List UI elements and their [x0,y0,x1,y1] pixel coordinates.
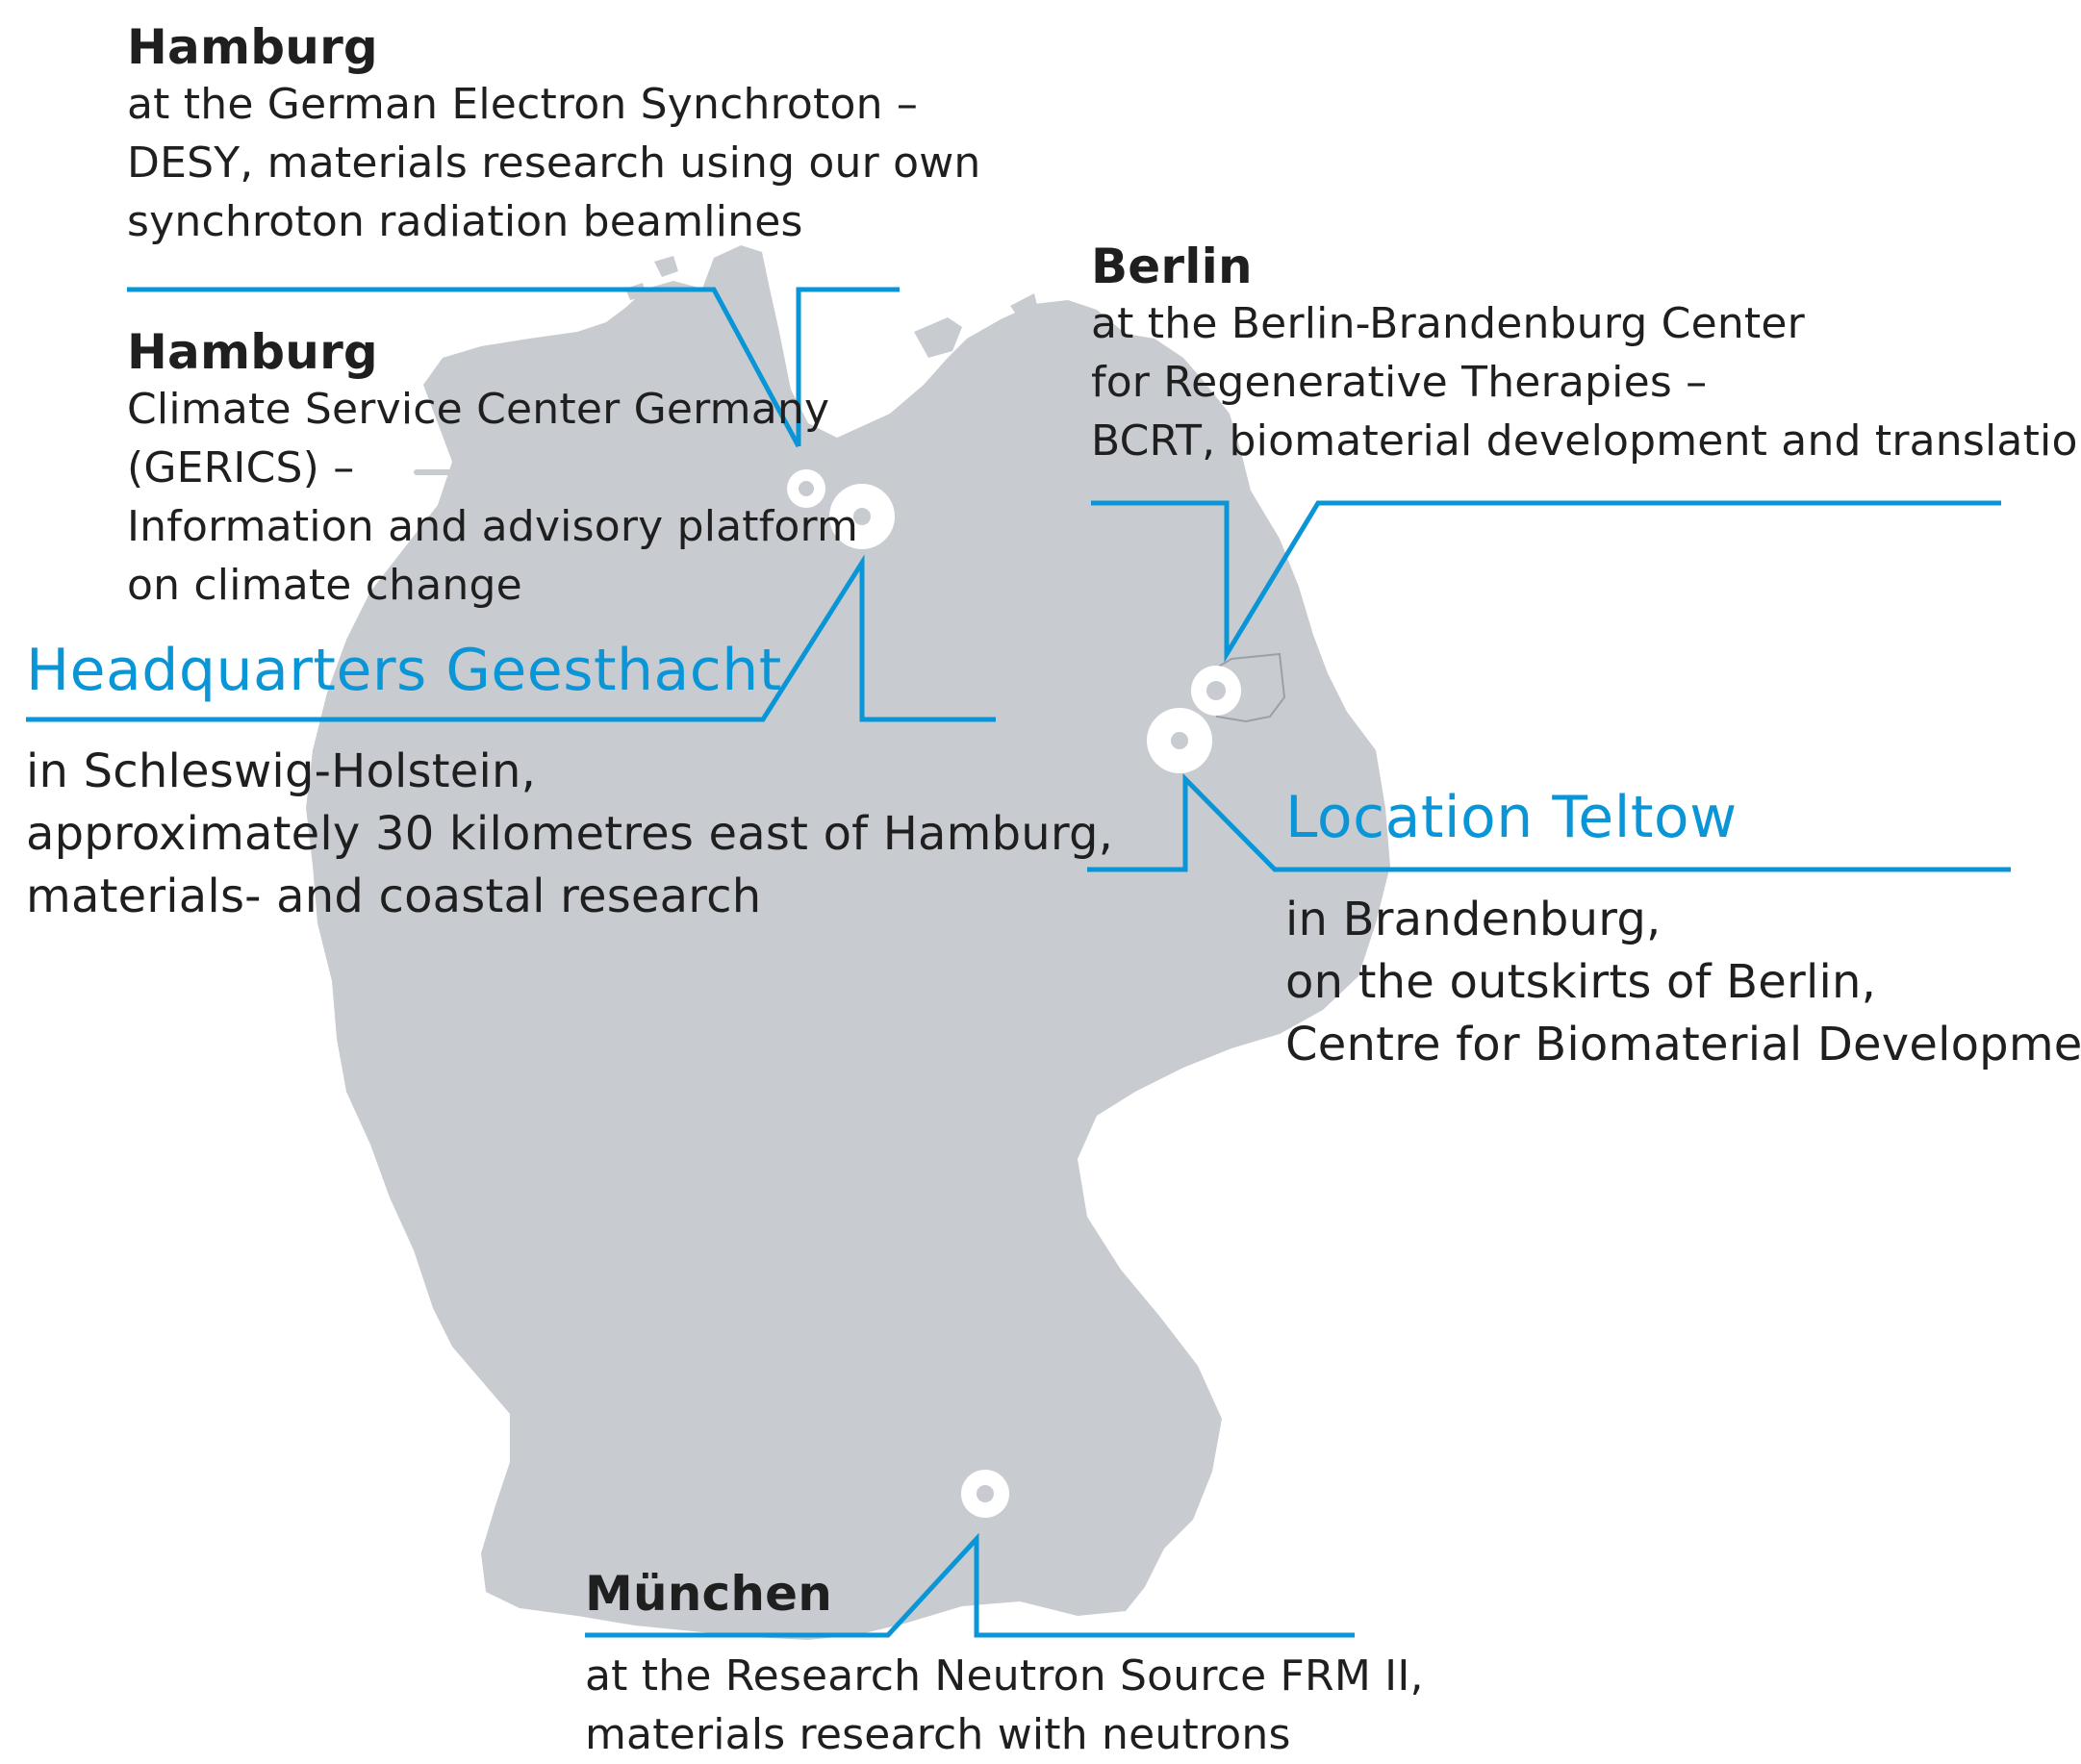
geesthacht-line-2: approximately 30 kilometres east of Hamb… [26,807,1114,861]
geesthacht-line-3: materials- and coastal research [26,869,762,923]
berlin-line-3: BCRT, biomaterial development and transl… [1091,416,2081,466]
label-berlin: Berlin at the Berlin-Brandenburg Center … [1091,239,2081,470]
hamburg-gerics-line-2: (GERICS) – [127,443,355,492]
leader-hamburg-gerics [796,287,900,446]
islands [414,256,1039,475]
hamburg-desy-line-1: at the German Electron Synchroton – [127,80,919,129]
teltow-line-2: on the outskirts of Berlin, [1285,955,1877,1009]
geesthacht-line-1: in Schleswig-Holstein, [26,744,537,798]
markers [787,469,1241,1518]
label-geesthacht: Headquarters Geesthacht [26,637,782,704]
leader-hamburg-desy [127,287,801,448]
teltow-title: Location Teltow [1285,784,1738,851]
leader-berlin [1091,500,2001,663]
geesthacht-title: Headquarters Geesthacht [26,637,782,704]
hamburg-gerics-line-1: Climate Service Center Germany [127,385,830,434]
germany-shape [306,245,1390,1640]
berlin-line-1: at the Berlin-Brandenburg Center [1091,299,1805,348]
muenchen-title: München [585,1566,833,1622]
teltow-line-1: in Brandenburg, [1285,893,1662,946]
teltow-description: in Brandenburg, on the outskirts of Berl… [1285,889,2081,1076]
hamburg-gerics-line-4: on climate change [127,561,522,610]
berlin-line-2: for Regenerative Therapies – [1091,358,1708,407]
leader-lines [26,287,2011,1638]
muenchen-description: at the Research Neutron Source FRM II, m… [585,1647,1424,1764]
label-hamburg-desy: Hamburg at the German Electron Synchroto… [127,19,980,251]
hamburg-gerics-line-3: Information and advisory platform [127,502,859,551]
leader-geesthacht [26,554,996,722]
label-teltow: Location Teltow [1285,784,1738,851]
hamburg-gerics-title: Hamburg [127,324,378,380]
teltow-line-3: Centre for Biomaterial Development [1285,1018,2081,1071]
leader-muenchen [585,1532,1355,1638]
geesthacht-description: in Schleswig-Holstein, approximately 30 … [26,741,1113,928]
label-hamburg-gerics: Hamburg Climate Service Center Germany (… [127,324,858,615]
muenchen-line-1: at the Research Neutron Source FRM II, [585,1651,1424,1701]
hamburg-desy-line-3: synchroton radiation beamlines [127,197,803,246]
hamburg-desy-title: Hamburg [127,19,378,75]
muenchen-line-2: materials research with neutrons [585,1710,1291,1759]
leader-teltow [1087,772,2011,872]
hamburg-desy-line-2: DESY, materials research using our own [127,139,981,188]
berlin-title: Berlin [1091,239,1253,294]
label-muenchen: München [585,1566,832,1622]
